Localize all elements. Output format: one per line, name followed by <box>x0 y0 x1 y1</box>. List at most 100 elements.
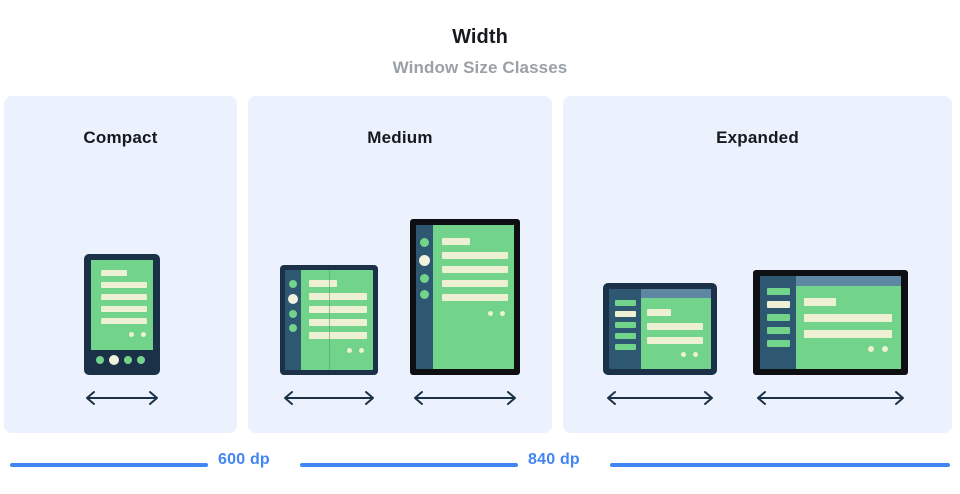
fab-dot <box>141 332 146 337</box>
phone-bottom-nav <box>91 350 153 369</box>
page-title: Width <box>452 26 508 48</box>
rail-dot-active <box>288 294 298 304</box>
rail-bar <box>767 288 790 295</box>
content-bar <box>442 294 508 301</box>
nav-dot <box>96 356 104 364</box>
scale-rule-right <box>610 463 950 467</box>
rail-bar <box>767 314 790 321</box>
landscape-large-screen <box>760 276 901 369</box>
landscape-small-screen <box>609 289 711 369</box>
resize-arrow-horizontal <box>82 389 162 407</box>
content-bar <box>101 282 147 288</box>
nav-dot-active <box>109 355 119 365</box>
rail-bar-active <box>767 301 790 308</box>
breakpoint-label-840: 840 dp <box>528 451 580 468</box>
rail-bar-active <box>615 311 636 317</box>
landscape-small-nav-rail <box>609 289 641 369</box>
content-bar <box>101 294 147 300</box>
resize-arrow-horizontal <box>603 389 717 407</box>
header: Width Window Size Classes <box>0 0 960 78</box>
fab-dot <box>681 352 686 357</box>
fab-dot <box>882 346 888 352</box>
breakpoint-label-600: 600 dp <box>218 451 270 468</box>
fab-dot <box>488 311 493 316</box>
fold-crease <box>329 270 330 370</box>
rail-bar <box>615 300 636 306</box>
content-bar <box>309 332 367 339</box>
rail-dot <box>289 280 297 288</box>
fab-dot <box>347 348 352 353</box>
rail-dot <box>289 324 297 332</box>
content-bar <box>647 323 703 330</box>
content-bar <box>309 280 337 287</box>
rail-dot <box>420 238 429 247</box>
content-bar <box>442 266 508 273</box>
tablet-nav-rail <box>416 225 433 369</box>
device-tablet-landscape-large <box>753 270 908 405</box>
content-bar <box>442 252 508 259</box>
phone-bezel <box>84 254 160 375</box>
resize-arrow-horizontal <box>753 389 908 407</box>
size-class-panels: Compact <box>0 96 960 433</box>
rail-dot <box>420 290 429 299</box>
resize-arrow-horizontal <box>280 389 378 407</box>
rail-bar <box>767 340 790 347</box>
phone-screen <box>91 260 153 350</box>
panel-medium: Medium <box>248 96 552 433</box>
content-bar <box>309 293 367 300</box>
landscape-small-top-bar <box>641 289 711 298</box>
rail-bar <box>767 327 790 334</box>
foldable-nav-rail <box>285 270 301 370</box>
landscape-large-bezel <box>753 270 908 375</box>
rail-dot <box>289 310 297 318</box>
scale-rule-middle-left <box>300 463 505 467</box>
device-foldable-unfolded <box>280 265 378 405</box>
foldable-screen <box>285 270 373 370</box>
rail-bar <box>615 344 636 350</box>
device-group-medium <box>248 173 552 433</box>
content-bar <box>442 238 470 245</box>
rail-bar <box>615 322 636 328</box>
page-subtitle: Window Size Classes <box>392 58 568 77</box>
content-bar <box>804 314 892 322</box>
content-bar <box>804 330 892 338</box>
resize-arrow-horizontal <box>410 389 520 407</box>
rail-dot <box>420 274 429 283</box>
content-bar <box>101 318 147 324</box>
fab-dot <box>868 346 874 352</box>
content-bar <box>101 306 147 312</box>
panel-title-expanded: Expanded <box>716 128 799 147</box>
landscape-small-bezel <box>603 283 717 375</box>
content-bar <box>647 337 703 344</box>
content-bar <box>442 280 508 287</box>
content-bar <box>647 309 671 316</box>
rail-dot-active <box>419 255 430 266</box>
landscape-large-nav-rail <box>760 276 796 369</box>
device-phone-portrait <box>84 254 160 405</box>
content-bar <box>804 298 836 306</box>
breakpoint-scale: 600 dp 840 dp <box>0 446 960 494</box>
device-tablet-landscape-small <box>603 283 717 405</box>
tablet-screen <box>416 225 514 369</box>
device-group-expanded <box>563 173 952 433</box>
fab-dot <box>693 352 698 357</box>
content-bar <box>101 270 127 276</box>
fab-dot <box>129 332 134 337</box>
nav-dot <box>137 356 145 364</box>
panel-title-medium: Medium <box>367 128 433 147</box>
content-bar <box>309 319 367 326</box>
scale-rule-left <box>10 463 208 467</box>
tablet-bezel <box>410 219 520 375</box>
content-bar <box>309 306 367 313</box>
fab-dot <box>500 311 505 316</box>
panel-expanded: Expanded <box>563 96 952 433</box>
fab-dot <box>359 348 364 353</box>
nav-dot <box>124 356 132 364</box>
panel-compact: Compact <box>4 96 237 433</box>
rail-bar <box>615 333 636 339</box>
device-group-compact <box>4 173 237 433</box>
foldable-bezel <box>280 265 378 375</box>
scale-rule-middle-right <box>478 463 518 467</box>
landscape-large-top-bar <box>796 276 901 286</box>
